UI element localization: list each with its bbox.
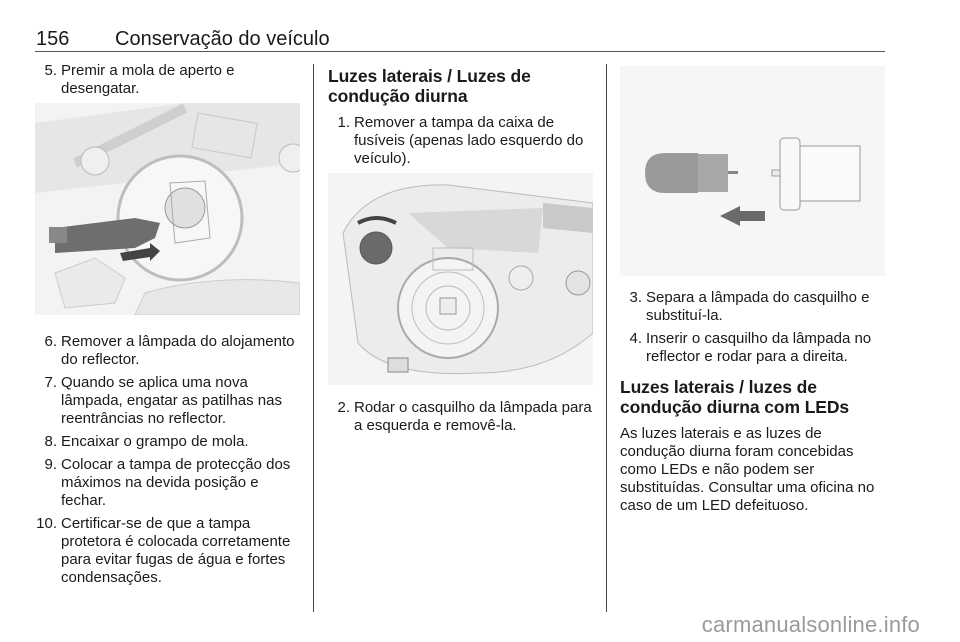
bulb-socket-separation-icon bbox=[620, 66, 885, 276]
step-7: 7. Quando se aplica uma nova lâmpada, en… bbox=[44, 374, 282, 427]
step-5: 5. Premir a mola de aperto e desengatar. bbox=[44, 62, 235, 97]
step-9: 9. Colocar a tampa de protecção dos máxi… bbox=[44, 456, 291, 509]
section-heading-led-lights: Luzes laterais / luzes de condução diurn… bbox=[620, 377, 850, 417]
headlamp-rear-view-icon bbox=[328, 173, 593, 385]
headlamp-bulb-removal-figure bbox=[35, 103, 300, 315]
column-divider-2 bbox=[606, 64, 607, 612]
step-3: 3. Separa a lâmpada do casquilho e subst… bbox=[629, 289, 870, 324]
step-10: 10. Certificar-se de que a tampa proteto… bbox=[36, 515, 291, 586]
column-2: Luzes laterais / Luzes de condução diurn… bbox=[328, 66, 593, 440]
step-6: 6. Remover a lâmpada do alojamento do re… bbox=[44, 333, 295, 368]
step-2: 2. Rodar o casquilho da lâmpada para a e… bbox=[337, 399, 592, 434]
column-1: 5. Premir a mola de aperto e desengatar.… bbox=[35, 62, 300, 592]
section-heading-side-lights: Luzes laterais / Luzes de condução diurn… bbox=[328, 66, 531, 106]
step-1: 1. Remover a tampa da caixa de fusíveis … bbox=[337, 114, 584, 167]
headlamp-bulb-removal-icon bbox=[35, 103, 300, 315]
led-info-paragraph: As luzes laterais e as luzes de condução… bbox=[620, 425, 875, 514]
watermark: carmanualsonline.info bbox=[701, 612, 920, 637]
page-title: Conservação do veículo bbox=[115, 28, 330, 50]
column-3: 3. Separa a lâmpada do casquilho e subst… bbox=[620, 66, 885, 515]
column-divider-1 bbox=[313, 64, 314, 612]
page-header: 156 Conservação do veículo bbox=[35, 27, 885, 52]
headlamp-rear-view-figure bbox=[328, 173, 593, 385]
step-8: 8. Encaixar o grampo de mola. bbox=[44, 433, 249, 450]
page-number: 156 bbox=[36, 28, 70, 50]
bulb-socket-separation-figure bbox=[620, 66, 885, 276]
step-4: 4. Inserir o casquilho da lâmpada no ref… bbox=[629, 330, 872, 365]
